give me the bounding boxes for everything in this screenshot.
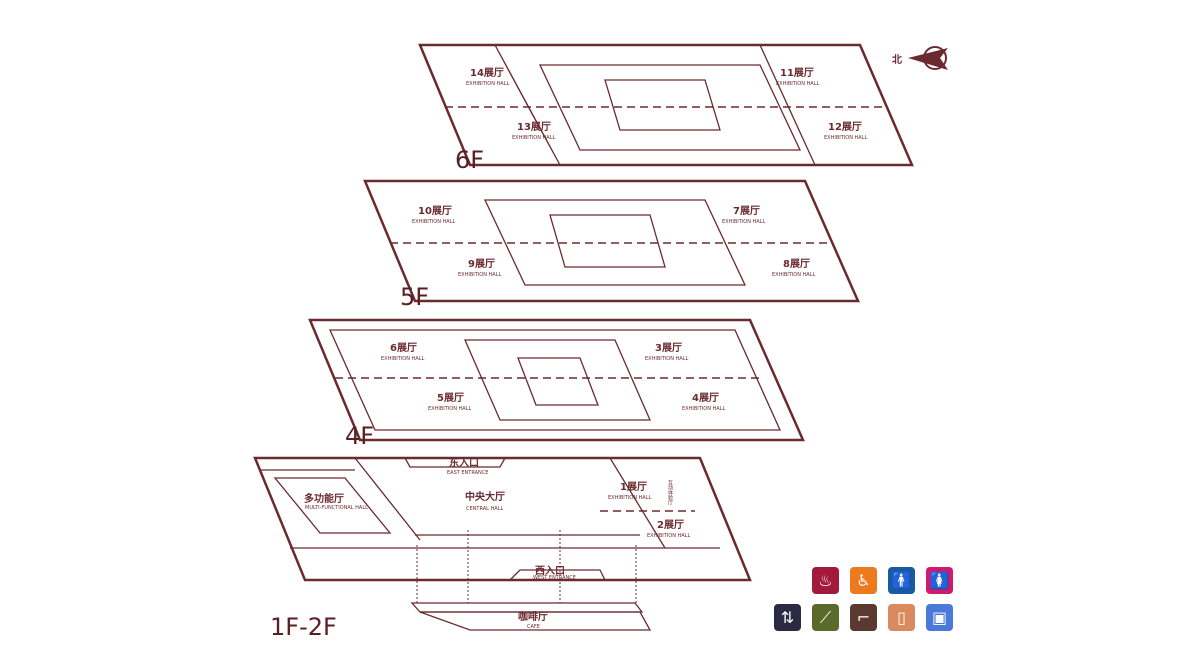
hall-5-label: 5展厅: [437, 392, 464, 404]
hall-8-label: 8展厅: [783, 258, 810, 270]
hall-14-en: EXHIBITION HALL: [466, 81, 509, 87]
mens-restroom-icon: 🚹: [888, 567, 915, 594]
floor-label-1f-2f: 1F-2F: [270, 613, 337, 641]
hall-3-en: EXHIBITION HALL: [645, 356, 688, 362]
phone-icon: ▯: [888, 604, 915, 631]
hall-1-en: EXHIBITION HALL: [608, 495, 651, 501]
hall-9-en: EXHIBITION HALL: [458, 272, 501, 278]
hall-1-label: 1展厅: [620, 481, 647, 493]
hall-9-label: 9展厅: [468, 258, 495, 270]
hall-14-label: 14展厅: [470, 67, 504, 79]
hall-8-en: EXHIBITION HALL: [772, 272, 815, 278]
hall-10-label: 10展厅: [418, 205, 452, 217]
hall-6-en: EXHIBITION HALL: [381, 356, 424, 362]
restaurant-icon: ♨: [812, 567, 839, 594]
hall-7-label: 7展厅: [733, 205, 760, 217]
multi-hall-en: MULTI-FUNCTIONAL HALL: [305, 505, 368, 511]
cafe-label: 咖啡厅: [518, 610, 548, 623]
hall-12-en: EXHIBITION HALL: [824, 135, 867, 141]
service-desk-icon: ▣: [926, 604, 953, 631]
west-entrance-en: WEST ENTRANCE: [533, 575, 576, 581]
hall-11-en: EXHIBITION HALL: [776, 81, 819, 87]
central-hall-label: 中央大厅: [465, 490, 505, 503]
floor-6f: [418, 43, 914, 167]
east-entrance-label: 东入口: [449, 456, 479, 469]
floor-4f: [308, 318, 805, 442]
hall-3-label: 3展厅: [655, 342, 682, 354]
hall-13-en: EXHIBITION HALL: [512, 135, 555, 141]
west-entrance-label: 西入口: [535, 565, 565, 577]
multi-hall-label: 多功能厅: [304, 492, 344, 505]
east-entrance-en: EAST ENTRANCE: [447, 470, 488, 476]
floor-label-6f: 6F: [455, 146, 484, 174]
cafe-en: CAFE: [527, 624, 540, 630]
legend-row-2: ⇅ ⟋ ⌐ ▯ ▣: [774, 604, 953, 631]
compass-label: 北: [892, 53, 902, 66]
hall-12-label: 12展厅: [828, 121, 862, 133]
escalator-icon: ⟋: [812, 604, 839, 631]
floor-label-4f: 4F: [345, 422, 374, 450]
hall-2-label: 2展厅: [657, 519, 684, 531]
central-hall-en: CENTRAL HALL: [466, 506, 503, 512]
floor-label-5f: 5F: [400, 283, 429, 311]
hall-11-label: 11展厅: [780, 67, 814, 79]
hall-10-en: EXHIBITION HALL: [412, 219, 455, 225]
hall-4-label: 4展厅: [692, 392, 719, 404]
hall-5-en: EXHIBITION HALL: [428, 406, 471, 412]
hall-6-label: 6展厅: [390, 342, 417, 354]
legend-row-1: ♨ ♿ 🚹 🚺: [812, 567, 953, 594]
interactive-hall-label: 互动体验厅: [667, 480, 673, 505]
hall-7-en: EXHIBITION HALL: [722, 219, 765, 225]
floor-5f: [363, 179, 860, 303]
hall-2-en: EXHIBITION HALL: [647, 533, 690, 539]
north-compass-icon: [908, 46, 948, 70]
hall-13-label: 13展厅: [517, 121, 551, 133]
accessible-icon: ♿: [850, 567, 877, 594]
hall-4-en: EXHIBITION HALL: [682, 406, 725, 412]
elevator-icon: ⇅: [774, 604, 801, 631]
stairs-icon: ⌐: [850, 604, 877, 631]
floor-1f-2f: [253, 456, 752, 631]
womens-restroom-icon: 🚺: [926, 567, 953, 594]
